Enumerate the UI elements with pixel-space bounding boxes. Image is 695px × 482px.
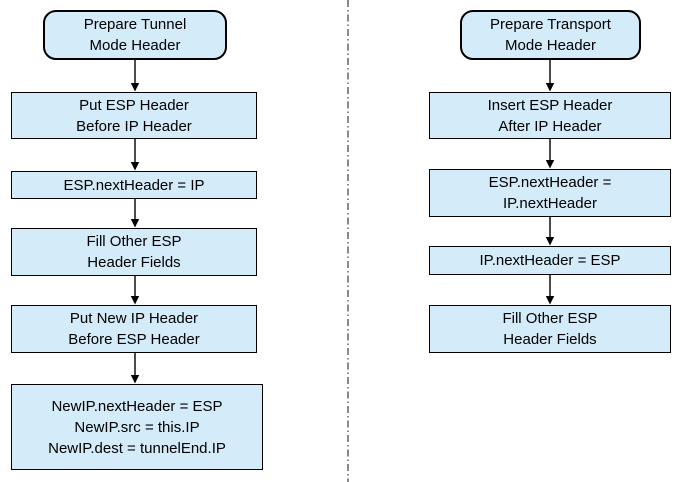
- flow-step-put-new-ip-header-before-esp-header: Put New IP Header Before ESP Header: [11, 305, 257, 353]
- flow-step-fill-other-esp-header-fields-transport: Fill Other ESP Header Fields: [429, 305, 671, 353]
- down-arrow-connector: [130, 199, 140, 228]
- down-arrow-connector: [545, 217, 555, 246]
- down-arrow-connector: [545, 139, 555, 169]
- flow-step-prepare-tunnel-mode-header: Prepare Tunnel Mode Header: [43, 10, 227, 60]
- flow-step-prepare-transport-mode-header: Prepare Transport Mode Header: [460, 10, 641, 60]
- flow-step-newip-assignments: NewIP.nextHeader = ESP NewIP.src = this.…: [11, 384, 263, 470]
- flow-step-esp-nextheader-ip: ESP.nextHeader = IP: [11, 171, 257, 199]
- flow-step-insert-esp-header-after-ip-header: Insert ESP Header After IP Header: [429, 92, 671, 139]
- down-arrow-connector: [545, 275, 555, 305]
- down-arrow-connector: [130, 353, 140, 384]
- down-arrow-connector: [130, 60, 140, 92]
- flow-step-esp-nextheader-ip-nextheader: ESP.nextHeader = IP.nextHeader: [429, 169, 671, 217]
- down-arrow-connector: [130, 139, 140, 171]
- down-arrow-connector: [545, 60, 555, 92]
- flow-step-ip-nextheader-esp: IP.nextHeader = ESP: [429, 246, 671, 275]
- flow-step-put-esp-header-before-ip-header: Put ESP Header Before IP Header: [11, 92, 257, 139]
- flow-step-fill-other-esp-header-fields-tunnel: Fill Other ESP Header Fields: [11, 228, 257, 276]
- down-arrow-connector: [130, 276, 140, 305]
